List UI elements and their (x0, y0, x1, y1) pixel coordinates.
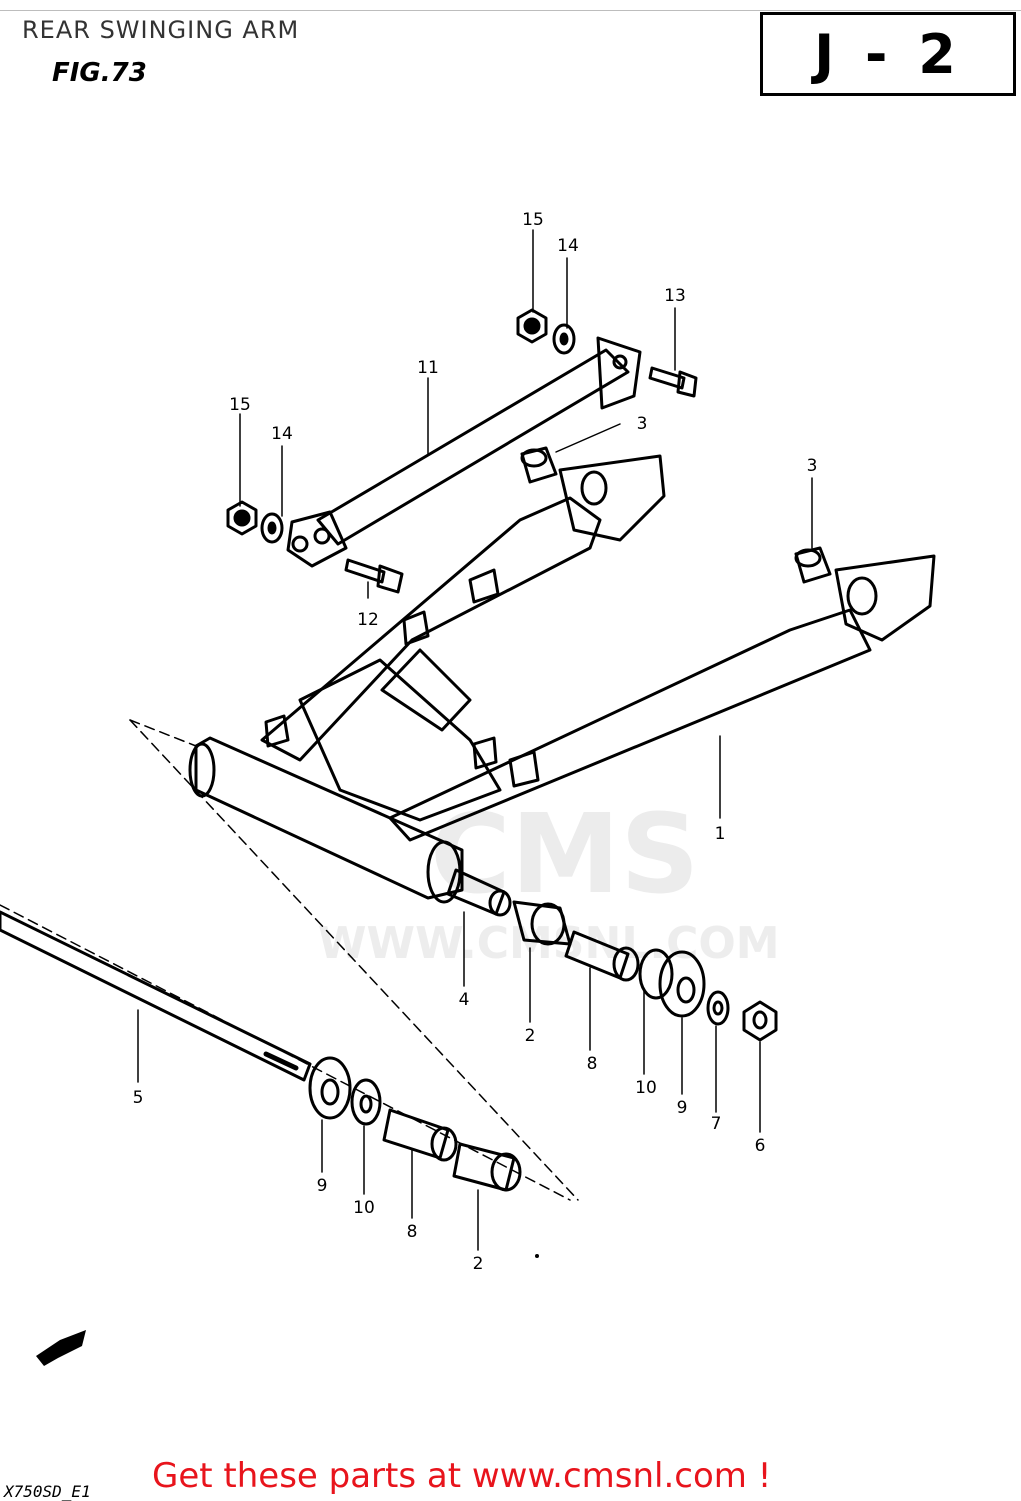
callout-14-lower: 14 (271, 424, 293, 444)
washer-7 (706, 990, 730, 1026)
spacer-8-right (564, 930, 640, 982)
callout-13: 13 (664, 286, 686, 306)
callout-1: 1 (714, 824, 726, 844)
washer-14-upper (552, 323, 576, 355)
needle-bearing-2-left (452, 1142, 522, 1192)
direction-arrow (36, 1330, 86, 1366)
bushing-3-right (794, 546, 832, 584)
callout-9-right: 9 (676, 1098, 688, 1118)
bolt-12 (344, 558, 404, 594)
nut-6 (742, 1000, 778, 1042)
dust-seal-9-left (308, 1056, 352, 1120)
washer-10-right (638, 948, 674, 1000)
washer-10-left (350, 1078, 382, 1126)
callout-2-right: 2 (524, 1026, 536, 1046)
bushing-3-left (520, 446, 558, 484)
callout-10-left: 10 (353, 1198, 375, 1218)
callout-3-left: 3 (636, 414, 648, 434)
pivot-spacer (446, 868, 512, 917)
spacer-8-left (382, 1108, 458, 1162)
callout-11: 11 (417, 358, 439, 378)
reference-box: J - 2 (760, 12, 1016, 96)
dust-seal-9-right (658, 950, 706, 1018)
page-title: REAR SWINGING ARM (22, 16, 300, 44)
washer-14-lower (260, 512, 284, 544)
callout-10-right: 10 (635, 1078, 657, 1098)
callout-5: 5 (132, 1088, 144, 1108)
callout-6: 6 (754, 1136, 766, 1156)
swingarm-frame (188, 454, 936, 904)
callout-14-upper: 14 (557, 236, 579, 256)
nut-15-lower (226, 500, 258, 536)
figure-label: FIG.73 (52, 58, 147, 88)
bolt-13 (648, 366, 698, 398)
nut-15-upper (516, 308, 548, 344)
model-code: X750SD_E1 (4, 1482, 91, 1501)
callout-15-lower: 15 (229, 395, 251, 415)
torque-rod (286, 336, 642, 568)
callout-7: 7 (710, 1114, 722, 1134)
pivot-shaft (0, 910, 312, 1082)
callout-8-right: 8 (586, 1054, 598, 1074)
callout-8-left: 8 (406, 1222, 418, 1242)
leader-lines (137, 229, 813, 1251)
callout-3-right: 3 (806, 456, 818, 476)
callout-4: 4 (458, 990, 470, 1010)
footer-cta-link[interactable]: Get these parts at www.cmsnl.com ! (152, 1456, 772, 1496)
reference-code: J - 2 (814, 22, 962, 86)
needle-bearing-2-right (512, 900, 572, 946)
watermark-logo: CMS (430, 790, 700, 918)
callout-9-left: 9 (316, 1176, 328, 1196)
callout-12: 12 (357, 610, 379, 630)
callout-2-left: 2 (472, 1254, 484, 1274)
callout-15-upper: 15 (522, 210, 544, 230)
top-rule (0, 10, 1021, 11)
